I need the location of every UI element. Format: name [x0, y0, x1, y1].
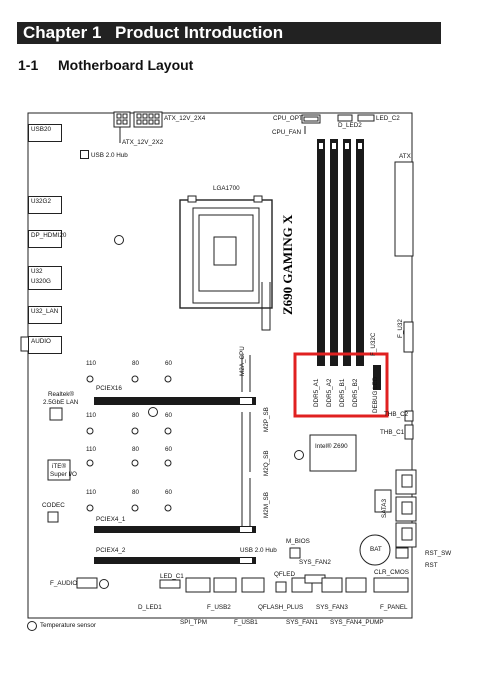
pciex4-1-label: PCIEX4_1	[96, 516, 126, 523]
led-c1-label: LED_C1	[160, 573, 184, 580]
m2-size-110: 110	[86, 412, 97, 419]
spi-tpm-label: SPI_TPM	[180, 619, 207, 626]
dimm-slots	[317, 139, 364, 366]
m2-size-60: 60	[165, 412, 173, 419]
atx-12v-2x4-label: ATX_12V_2X4	[164, 115, 206, 122]
sys-fan4-pump-label: SYS_FAN4_PUMP	[330, 619, 384, 626]
m2a-cpu-label: M2A_CPU	[239, 346, 246, 376]
lga1700-label: LGA1700	[213, 185, 240, 192]
rst-label: RST	[425, 562, 438, 569]
atx-12v-2x2-label: ATX_12V_2X2	[122, 139, 164, 146]
io-u32g2: U32G2	[28, 196, 62, 214]
chapter-title: Product Introduction	[115, 23, 284, 42]
ite-label: iTE®	[52, 463, 67, 470]
f-panel-label: F_PANEL	[380, 604, 408, 611]
section-number: 1-1	[18, 57, 39, 73]
ddr5-a1-label: DDR5_A1	[313, 378, 320, 407]
m2-size-110: 110	[86, 360, 97, 367]
pciex16-label: PCIEX16	[96, 385, 122, 392]
led-c2-label: LED_C2	[376, 115, 400, 122]
m2p-sb-label: M2P_SB	[263, 407, 270, 432]
m2-size-60: 60	[165, 446, 173, 453]
atx-12v-2x2-connector	[113, 111, 131, 128]
f-audio-label: F_AUDIO	[50, 580, 78, 587]
temperature-sensor-icon	[27, 235, 304, 631]
cpu-opt-label: CPU_OPT	[273, 115, 303, 122]
atx-label: ATX	[399, 153, 411, 160]
f-usb2-label: F_USB2	[207, 604, 231, 611]
sys-fan2-label: SYS_FAN2	[299, 559, 331, 566]
qflash-plus-label: QFLASH_PLUS	[258, 604, 304, 611]
m2q-sb-label: M2Q_SB	[263, 450, 270, 476]
thb-c1-label: THB_C1	[380, 429, 405, 436]
ddr5-a2-label: DDR5_A2	[326, 378, 333, 407]
atx-12v-2x4-connector	[133, 111, 163, 128]
usb20-hub-b-label: USB 2.0 Hub	[240, 547, 277, 554]
sata3-label: SATA3	[381, 498, 388, 518]
section-title: Motherboard Layout	[58, 57, 194, 73]
f-u32c-label: F_U32C	[370, 332, 377, 356]
m2m-sb-label: M2M_SB	[263, 492, 270, 518]
pciex4-2-label: PCIEX4_2	[96, 547, 126, 554]
m2-size-80: 80	[132, 412, 140, 419]
io-dp-hdmi20: DP_HDMI20	[28, 230, 66, 248]
battery	[359, 534, 391, 566]
sys-fan1-label: SYS_FAN1	[286, 619, 318, 626]
io-usb20: USB20	[28, 124, 62, 142]
qfled-label: QFLED	[274, 571, 295, 578]
debug-led-label: DEBUG LED	[372, 376, 379, 413]
cpu-socket-lga1700	[179, 195, 273, 331]
pciex4-1-slot	[94, 526, 256, 533]
ddr5-b1-label: DDR5_B1	[339, 378, 346, 407]
ddr5-b2-label: DDR5_B2	[352, 378, 359, 407]
board-outline	[27, 112, 413, 619]
chapter-header: Chapter 1 Product Introduction	[17, 22, 441, 44]
m2-size-80: 80	[132, 360, 140, 367]
clr-cmos-label: CLR_CMOS	[374, 569, 409, 576]
m2-size-80: 80	[132, 489, 140, 496]
f-u32-label: F_U32	[397, 319, 404, 338]
sys-fan3-label: SYS_FAN3	[316, 604, 348, 611]
usb20-hub-chip	[80, 150, 89, 159]
usb20-hub-label: USB 2.0 Hub	[91, 152, 128, 159]
m2-size-110: 110	[86, 446, 97, 453]
pciex16-slot	[94, 397, 256, 405]
thb-c2-label: THB_C2	[384, 411, 409, 418]
intel-z690-label: Intel® Z690	[315, 443, 348, 450]
io-audio: AUDIO	[28, 336, 62, 354]
realtek-label: Realtek®	[48, 391, 74, 398]
d-led1-label: D_LED1	[138, 604, 162, 611]
m2-size-110: 110	[86, 489, 97, 496]
pciex4-2-slot	[94, 557, 256, 564]
board-model-name: Z690 GAMING X	[280, 214, 295, 315]
cpu-fan-label: CPU_FAN	[272, 129, 302, 136]
codec-label: CODEC	[42, 502, 65, 509]
temperature-sensor-legend: Temperature sensor	[40, 622, 96, 629]
m-bios-label: M_BIOS	[286, 538, 310, 545]
rst-sw-label: RST_SW	[425, 550, 452, 557]
atx-24pin-connector	[394, 161, 414, 257]
chapter-number: Chapter 1	[23, 23, 102, 42]
ddr5-highlight-box	[293, 352, 389, 418]
bat-label: BAT	[370, 546, 382, 553]
super-io-label: Super I/O	[50, 471, 77, 478]
m2-size-60: 60	[165, 360, 173, 367]
m2-size-60: 60	[165, 489, 173, 496]
io-u32-lan: U32_LAN	[28, 306, 62, 324]
f-usb1-label: F_USB1	[234, 619, 258, 626]
d-led2-label: D_LED2	[338, 122, 362, 129]
m2-size-80: 80	[132, 446, 140, 453]
lan-label: 2.5GbE LAN	[43, 399, 79, 406]
